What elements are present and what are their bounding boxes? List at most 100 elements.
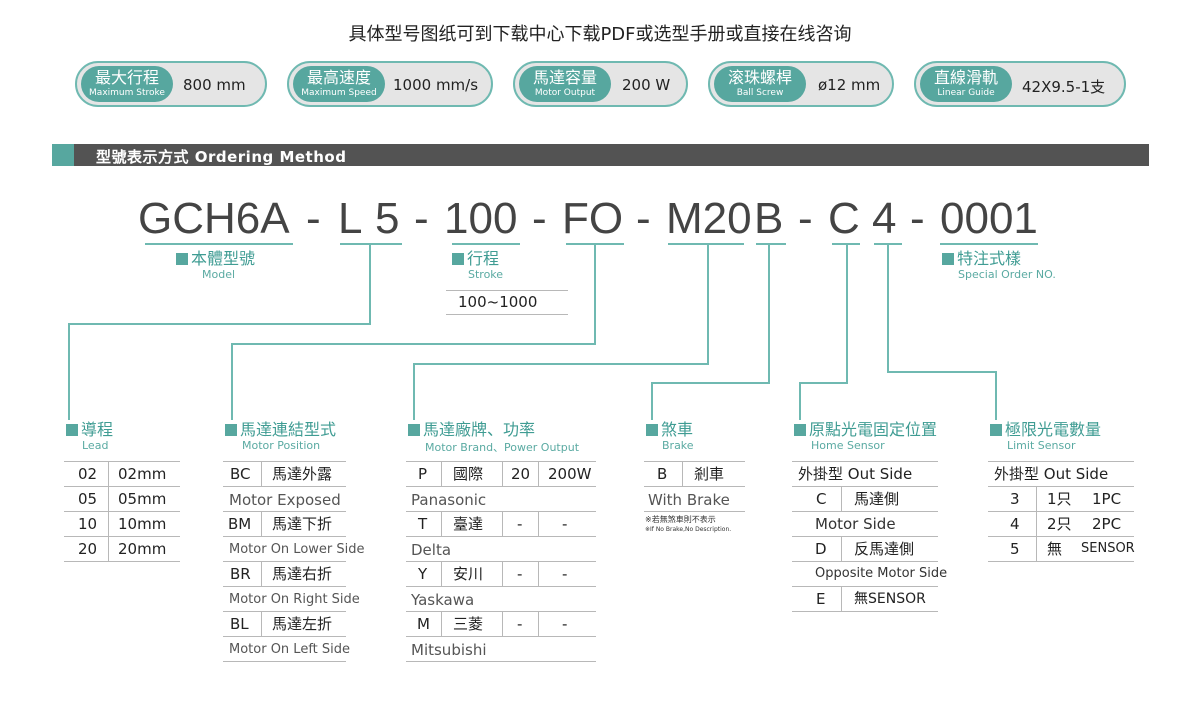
row-divider	[406, 486, 596, 487]
heading-zh: 原點光電固定位置	[809, 420, 938, 439]
col-divider	[261, 461, 262, 486]
spec-label-en: Motor Output	[534, 88, 596, 98]
code-dash: -	[636, 194, 651, 243]
row-divider	[64, 511, 180, 512]
limit-sensor-heading: 極限光電數量	[990, 421, 1101, 439]
limit-sensor-header: 外掛型 Out Side	[994, 465, 1109, 483]
brake-code: B	[657, 465, 668, 483]
code-motor-pos: C	[828, 194, 860, 243]
spec-label-zh: 滚珠螺桿	[727, 68, 792, 87]
row-divider	[792, 586, 938, 587]
lead-value: 02mm	[118, 465, 167, 483]
connector	[231, 343, 233, 420]
spec-label-en: Ball Screw	[736, 88, 784, 98]
spec-value: 42X9.5-1支	[1022, 78, 1106, 96]
limit-sensor-value: SENSOR	[1081, 541, 1135, 556]
col-divider	[538, 511, 539, 536]
spec-label: 滚珠螺桿 Ball Screw	[714, 66, 806, 102]
row-divider	[406, 536, 596, 537]
row-divider	[64, 536, 180, 537]
motor-position-en: Motor On Right Side	[229, 592, 360, 607]
underline	[452, 243, 520, 245]
row-divider	[644, 486, 745, 487]
spec-value: ø12 mm	[818, 76, 881, 94]
motor-brand-power: 200W	[548, 465, 592, 483]
row-divider	[406, 586, 596, 587]
square-bullet-icon	[646, 424, 658, 436]
code-dash: -	[306, 194, 321, 243]
row-divider	[446, 290, 568, 291]
motor-position-en: Motor On Left Side	[229, 642, 351, 657]
motor-position-heading-en: Motor Position	[242, 439, 321, 452]
page-title: 具体型号图纸可到下载中心下载PDF或选型手册或直接在线咨询	[348, 24, 852, 45]
home-sensor-zh: 反馬達側	[854, 540, 915, 558]
row-divider	[406, 636, 596, 637]
col-divider	[502, 511, 503, 536]
row-divider	[406, 461, 596, 462]
brake-heading-en: Brake	[662, 439, 694, 452]
row-divider	[988, 536, 1134, 537]
heading-zh: 馬達連結型式	[240, 420, 337, 439]
spec-max-stroke: 最大行程 Maximum Stroke 800 mm	[75, 61, 267, 107]
connector	[768, 243, 770, 384]
motor-position-code: BM	[228, 515, 252, 533]
row-divider	[792, 486, 938, 487]
code-special: 0001	[940, 194, 1038, 243]
home-sensor-zh: 馬達側	[854, 490, 900, 508]
lead-heading-en: Lead	[82, 439, 109, 452]
heading-zh: 行程	[467, 249, 500, 268]
spec-value: 1000 mm/s	[393, 76, 479, 94]
connector	[887, 243, 889, 373]
motor-position-zh: 馬達右折	[272, 565, 333, 583]
lead-value: 20mm	[118, 540, 167, 558]
motor-brand-power: -	[562, 615, 568, 633]
motor-brand-heading-en: Motor Brand、Power Output	[425, 441, 580, 454]
model-heading: 本體型號	[176, 250, 255, 268]
motor-brand-zh: 安川	[453, 565, 484, 583]
underline	[340, 243, 402, 245]
home-sensor-heading: 原點光電固定位置	[794, 421, 937, 439]
spec-label-zh: 馬達容量	[532, 68, 597, 87]
brake-label: 剎車	[694, 465, 725, 483]
motor-brand-code: Y	[418, 565, 428, 583]
spec-label-en: Linear Guide	[937, 88, 995, 98]
motor-brand-zh: 臺達	[453, 515, 484, 533]
home-sensor-heading-en: Home Sensor	[811, 439, 885, 452]
motor-brand-power-code: -	[517, 565, 523, 583]
row-divider	[792, 461, 938, 462]
code-dash: -	[532, 194, 547, 243]
underline	[145, 243, 293, 245]
lead-heading: 導程	[66, 421, 113, 439]
motor-position-heading: 馬達連結型式	[225, 421, 336, 439]
motor-brand-power-code: -	[517, 515, 523, 533]
col-divider	[502, 461, 503, 486]
home-sensor-en: Motor Side	[815, 515, 896, 533]
col-divider	[108, 461, 109, 561]
spec-max-speed: 最高速度 Maximum Speed 1000 mm/s	[287, 61, 493, 107]
col-divider	[261, 561, 262, 586]
lead-code: 05	[78, 490, 98, 508]
heading-zh: 特注式樣	[957, 249, 1022, 268]
heading-zh: 極限光電數量	[1005, 420, 1102, 439]
col-divider	[841, 586, 842, 611]
col-divider	[441, 561, 442, 586]
heading-zh: 煞車	[661, 420, 694, 439]
connector	[995, 371, 997, 420]
connector	[799, 382, 801, 420]
row-divider	[792, 611, 938, 612]
row-divider	[223, 611, 346, 612]
lead-code: 10	[78, 515, 98, 533]
motor-position-code: BC	[230, 465, 251, 483]
connector	[887, 371, 997, 373]
row-divider	[792, 536, 938, 537]
row-divider	[446, 314, 568, 315]
motor-brand-power: -	[562, 565, 568, 583]
row-divider	[64, 461, 180, 462]
heading-zh: 馬達廠牌、功率	[423, 420, 536, 439]
brake-desc: With Brake	[648, 491, 730, 509]
lead-value: 05mm	[118, 490, 167, 508]
connector	[594, 243, 596, 345]
limit-sensor-zh: 無	[1047, 540, 1063, 558]
square-bullet-icon	[990, 424, 1002, 436]
code-lead-code: 5	[375, 194, 400, 243]
